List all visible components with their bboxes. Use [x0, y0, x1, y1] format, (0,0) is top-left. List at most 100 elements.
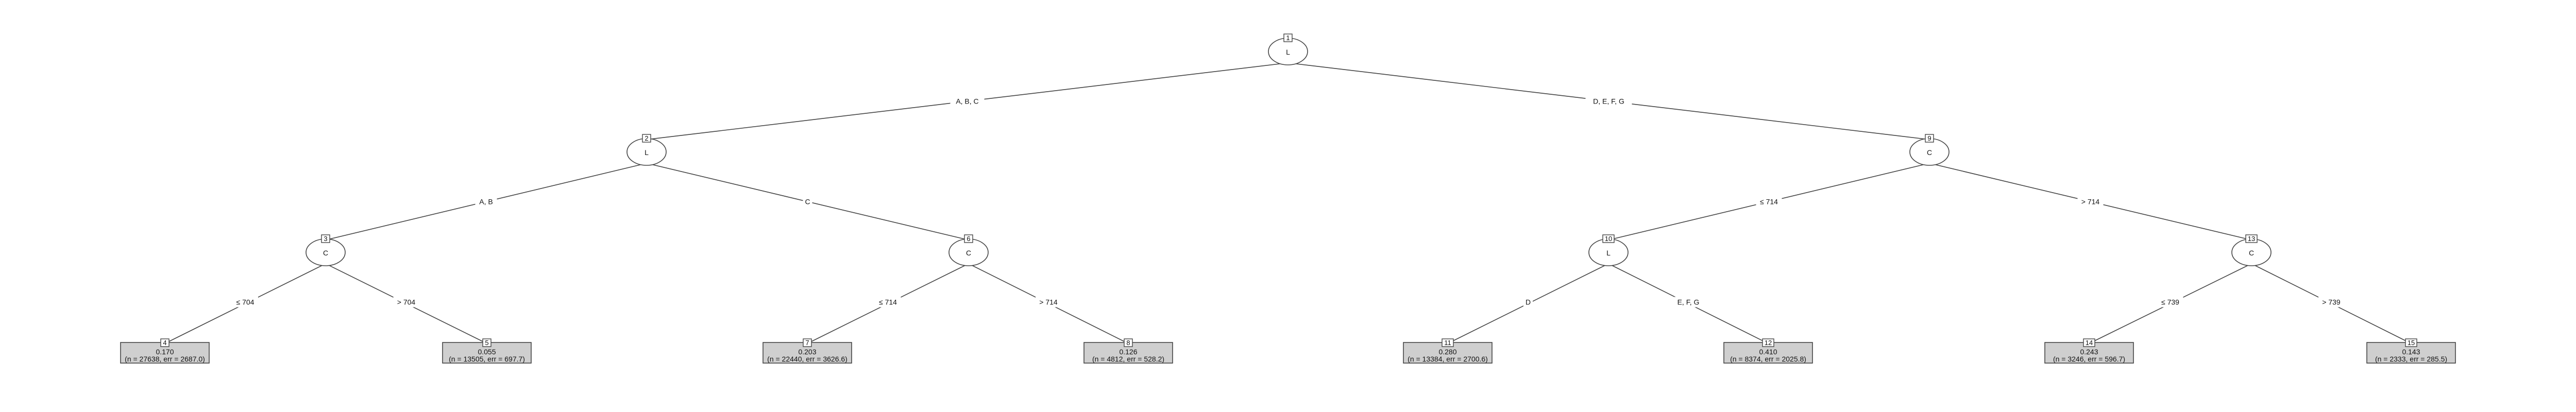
node-id: 2 — [645, 134, 648, 142]
inner-node: C 13 — [2231, 234, 2272, 266]
edge-label-background — [803, 196, 812, 207]
tree-edge: A, B — [325, 163, 647, 241]
edge-label: > 739 — [2322, 298, 2341, 306]
node-id: 11 — [1444, 339, 1451, 347]
edge-label: > 704 — [397, 298, 416, 306]
tree-edge: > 739 — [2251, 263, 2412, 344]
split-variable: C — [323, 249, 328, 257]
leaf-value: 0.170 — [156, 348, 174, 356]
leaf-value: 0.410 — [1759, 348, 1777, 356]
edge-label: D, E, F, G — [1593, 97, 1624, 106]
tree-edge: > 704 — [325, 263, 487, 344]
edge-label-background — [2157, 297, 2183, 307]
tree-edge: > 714 — [968, 263, 1129, 344]
node-id-box — [1283, 33, 1293, 42]
split-variable: C — [2249, 249, 2254, 257]
edge-label-background — [1756, 196, 1782, 207]
edge-label-background — [475, 196, 497, 207]
leaf-node: 80.126(n = 4812, err = 528.2) — [1083, 338, 1173, 364]
tree-edge: ≤ 714 — [1608, 163, 1930, 241]
leaf-stats: (n = 22440, err = 3626.6) — [767, 355, 848, 363]
node-id: 12 — [1765, 339, 1772, 347]
edge-label-background — [1523, 297, 1533, 307]
leaf-node: 110.280(n = 13384, err = 2700.6) — [1403, 338, 1493, 364]
node-id-box — [1762, 338, 1774, 347]
edge-label-background — [393, 297, 419, 307]
inner-node: L1 — [1268, 33, 1308, 65]
node-id-box — [2245, 234, 2258, 243]
tree-edge: E, F, G — [1608, 263, 1769, 344]
tree-edge: A, B, C — [646, 62, 1289, 140]
edge-label-background — [1671, 297, 1705, 307]
edge-label: ≤ 714 — [1760, 198, 1778, 206]
node-id: 8 — [1126, 339, 1130, 347]
leaf-node: 40.170(n = 27638, err = 2687.0) — [120, 338, 210, 364]
tree-edge: ≤ 739 — [2089, 263, 2252, 344]
edge-label: > 714 — [1039, 298, 1058, 306]
split-variable: L — [1606, 249, 1611, 257]
leaf-node: 50.055(n = 13505, err = 697.7) — [442, 338, 532, 364]
node-id: 15 — [2408, 339, 2415, 347]
node-id-box — [803, 338, 812, 347]
node-id: 6 — [967, 235, 970, 243]
edge-label: ≤ 739 — [2161, 298, 2179, 306]
leaf-node: 70.203(n = 22440, err = 3626.6) — [762, 338, 852, 364]
inner-node: C6 — [948, 234, 989, 266]
node-id-box — [321, 234, 330, 243]
node-id: 9 — [1927, 134, 1931, 142]
edge-label-background — [2077, 196, 2104, 207]
node-id-box — [482, 338, 492, 347]
node-id: 14 — [2086, 339, 2093, 347]
node-id-box — [1925, 134, 1934, 143]
leaf-node: 150.143(n = 2333, err = 285.5) — [2366, 338, 2456, 364]
leaf-value: 0.126 — [1119, 348, 1137, 356]
node-id-box — [1602, 234, 1615, 243]
leaf-value: 0.243 — [2080, 348, 2098, 356]
split-variable: L — [1286, 48, 1290, 56]
tree-edge: ≤ 714 — [807, 263, 969, 344]
edge-label: > 714 — [2081, 198, 2100, 206]
edge-label-background — [875, 297, 901, 307]
edge-label: A, B, C — [956, 97, 978, 106]
split-variable: C — [966, 249, 971, 257]
leaf-stats: (n = 4812, err = 528.2) — [1092, 355, 1164, 363]
leaf-value: 0.203 — [798, 348, 816, 356]
node-id: 7 — [805, 339, 809, 347]
node-id: 3 — [324, 235, 327, 243]
node-id-box — [2083, 338, 2095, 347]
leaf-value: 0.055 — [478, 348, 496, 356]
node-id-box — [160, 338, 170, 347]
tree-edge: > 714 — [1929, 163, 2252, 241]
leaf-stats: (n = 3246, err = 596.7) — [2053, 355, 2125, 363]
edge-label: ≤ 714 — [879, 298, 897, 306]
leaf-node: 140.243(n = 3246, err = 596.7) — [2044, 338, 2134, 364]
node-id: 13 — [2248, 235, 2255, 243]
leaf-value: 0.143 — [2402, 348, 2420, 356]
edge-label: C — [805, 198, 810, 206]
edge-label-background — [1585, 96, 1632, 107]
tree-edge: ≤ 704 — [164, 263, 326, 344]
node-id-box — [964, 234, 973, 243]
node-id: 10 — [1605, 235, 1612, 243]
leaf-stats: (n = 13384, err = 2700.6) — [1408, 355, 1488, 363]
leaf-stats: (n = 8374, err = 2025.8) — [1730, 355, 1806, 363]
edge-label-background — [2318, 297, 2344, 307]
tree-edge: C — [646, 163, 969, 241]
inner-node: L2 — [626, 134, 667, 166]
edge-label: ≤ 704 — [236, 298, 255, 306]
inner-node: C3 — [306, 234, 346, 266]
tree-edges: A, B, C D, E, F, G A, B C ≤ 704 > 704 ≤ 714 > 7… — [164, 62, 2412, 344]
node-id: 4 — [163, 339, 166, 347]
leaf-value: 0.280 — [1438, 348, 1456, 356]
split-variable: L — [645, 148, 649, 157]
split-variable: C — [1927, 148, 1932, 157]
tree-edge: D, E, F, G — [1287, 62, 1930, 140]
node-id-box — [2405, 338, 2417, 347]
leaf-node: 120.410(n = 8374, err = 2025.8) — [1723, 338, 1813, 364]
node-id: 1 — [1286, 34, 1290, 42]
node-id-box — [1442, 338, 1454, 347]
edge-label-background — [950, 96, 985, 107]
edge-label: E, F, G — [1677, 298, 1700, 306]
